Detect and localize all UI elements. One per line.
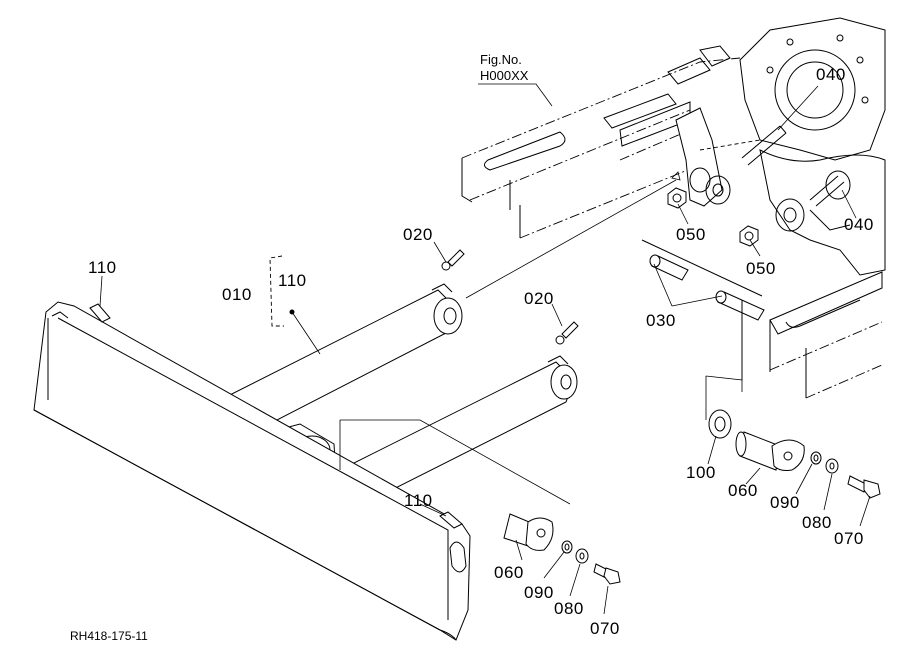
- callout-010: 010: [222, 285, 252, 304]
- callout-060-b: 060: [728, 481, 758, 500]
- leader-lines: [99, 83, 871, 615]
- dozer-blade: [33, 301, 471, 641]
- pin-060-a: [503, 513, 554, 551]
- callout-100: 100: [686, 463, 716, 482]
- callout-080-b: 080: [802, 513, 832, 532]
- callout-110-bracket: 110: [278, 271, 307, 290]
- grease-fitting-020-a: [441, 249, 465, 271]
- drawing-code: RH418-175-11: [70, 629, 148, 643]
- washer-090-b: [810, 451, 822, 465]
- nut-050-a: [667, 187, 687, 209]
- callout-050-b: 050: [746, 259, 776, 278]
- callout-110-bottom: 110: [404, 491, 433, 510]
- callout-040-b: 040: [844, 215, 874, 234]
- bolt-070-b: [847, 475, 881, 499]
- callout-090-a: 090: [524, 583, 554, 602]
- callout-080-a: 080: [554, 599, 584, 618]
- callout-020-a: 020: [403, 225, 433, 244]
- callout-040-a: 040: [816, 65, 846, 84]
- callout-020-b: 020: [524, 289, 554, 308]
- washer-090-a: [561, 540, 573, 554]
- washer-100: [708, 409, 732, 439]
- bolt-070-a: [593, 563, 621, 585]
- callout-070-b: 070: [834, 529, 864, 548]
- nut-050-b: [739, 225, 759, 247]
- fig-no-label: Fig.No.: [480, 52, 522, 67]
- callout-070-a: 070: [590, 619, 620, 638]
- tractor-frame: [461, 17, 886, 399]
- callout-110-left: 110: [88, 258, 117, 277]
- callout-060-a: 060: [494, 563, 524, 582]
- fig-no-value: H000XX: [480, 68, 529, 83]
- grease-fitting-020-b: [555, 321, 579, 345]
- washer-080-b: [825, 458, 839, 474]
- pin-030-b: [715, 290, 765, 321]
- callout-030: 030: [646, 311, 676, 330]
- washer-080-a: [575, 548, 589, 564]
- callout-090-b: 090: [770, 493, 800, 512]
- pin-060-b: [735, 431, 805, 471]
- sticker-110-left: [89, 303, 111, 323]
- callout-050-a: 050: [676, 225, 706, 244]
